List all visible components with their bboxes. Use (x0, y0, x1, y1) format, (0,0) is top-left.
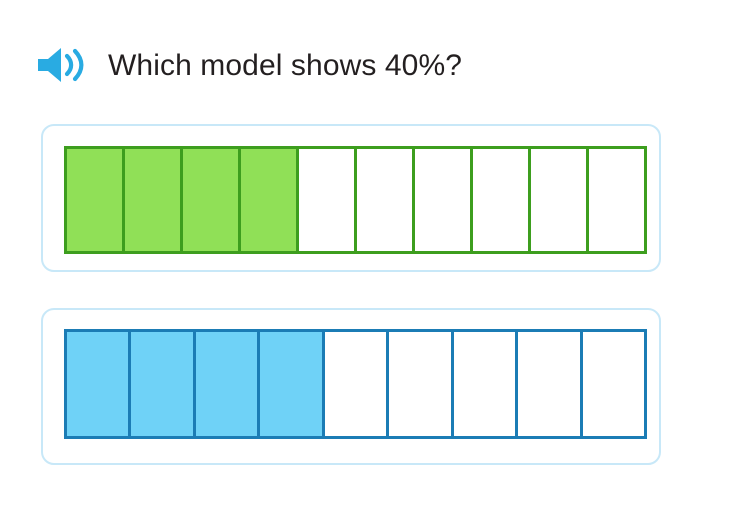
bar-cell (238, 146, 299, 254)
bar-cell (257, 329, 325, 439)
bar-cell (579, 329, 647, 439)
blue-percent-bar-model[interactable] (64, 329, 647, 439)
bar-cell (354, 146, 415, 254)
green-percent-bar-model[interactable] (64, 146, 647, 254)
option-card-blue[interactable] (41, 308, 661, 465)
bar-cell (296, 146, 357, 254)
bar-cell (528, 146, 589, 254)
bar-cell (122, 146, 183, 254)
bar-cell (450, 329, 519, 439)
option-card-green[interactable] (41, 124, 661, 272)
bar-cell (192, 329, 261, 439)
bar-cell (64, 146, 125, 254)
question-text: Which model shows 40%? (108, 48, 463, 82)
bar-cell (515, 329, 583, 439)
question-row: Which model shows 40%? (34, 38, 462, 92)
speaker-icon[interactable] (34, 43, 90, 87)
bar-cell (128, 329, 196, 439)
bar-cell (586, 146, 647, 254)
bar-cell (386, 329, 454, 439)
bar-cell (180, 146, 241, 254)
bar-cell (412, 146, 473, 254)
bar-cell (64, 329, 132, 439)
bar-cell (321, 329, 390, 439)
bar-cell (470, 146, 531, 254)
